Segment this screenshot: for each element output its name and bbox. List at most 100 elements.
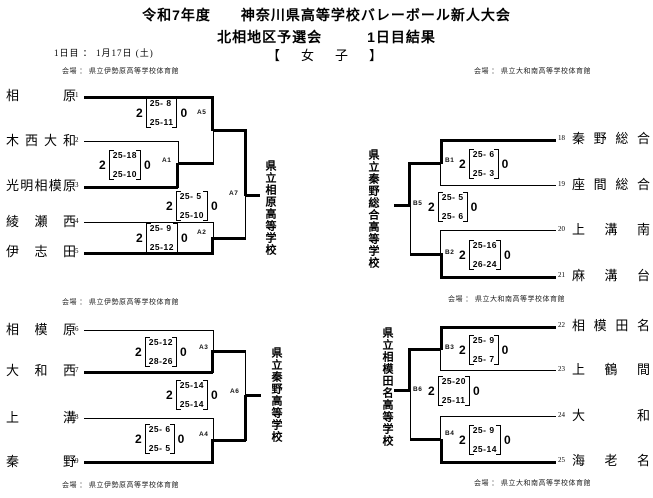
team-seed: 6 [75, 325, 79, 333]
team-seed: 3 [75, 181, 79, 189]
venue-bottom-left: 会場 ： 県立伊勢原高等学校体育館 [62, 481, 179, 489]
bracket-line [84, 330, 213, 331]
bracket-line [440, 416, 441, 440]
score-winner: 2 [459, 157, 466, 171]
match-id-label: A3 [199, 344, 209, 351]
bracket-line [440, 461, 556, 464]
team-name: 綾瀬西 [6, 214, 76, 229]
team-name: 大和 [572, 408, 650, 423]
bracket-line [178, 162, 214, 165]
score-loser: 0 [179, 345, 187, 359]
score-winner: 2 [459, 343, 466, 357]
set-score: 25-10 [112, 169, 137, 179]
team-name: 木西大和 [6, 133, 76, 148]
set-score: 25-11 [149, 117, 174, 127]
team-seed: 24 [558, 411, 565, 419]
bracket-line [84, 141, 178, 142]
set-score: 25- 9 [472, 425, 495, 435]
team-name: 伊志田 [6, 244, 76, 259]
set-scores: 25- 9 25- 7 [468, 335, 499, 365]
bracket-line [245, 394, 261, 397]
block-winner-right-bottom: 県立相模田名高等学校 [381, 327, 393, 447]
bracket-line [84, 461, 213, 464]
bracket-line [440, 326, 443, 350]
date-label: 1日目 ： 1月17日 (土) [54, 48, 154, 58]
bracket-line [84, 222, 213, 223]
match-id-label: A5 [197, 109, 207, 116]
set-score: 25-14 [472, 444, 497, 454]
score-winner: 2 [166, 199, 173, 213]
team-seed: 5 [75, 247, 79, 255]
bracket-line [84, 418, 213, 419]
set-score: 25- 3 [472, 168, 495, 178]
team-name: 座間総合 [572, 177, 650, 192]
bracket-line [84, 186, 178, 189]
venue-bottom-right: 会場 ： 県立大和南高等学校体育館 [474, 479, 591, 487]
bracket-line [410, 162, 441, 165]
score-winner: 2 [99, 158, 106, 172]
score-winner: 2 [166, 388, 173, 402]
team-seed: 9 [75, 457, 79, 465]
team-seed: 1 [75, 91, 79, 99]
bracket-line [440, 253, 443, 279]
bracket-line [440, 439, 443, 464]
set-score: 25- 9 [472, 335, 495, 345]
bracket-line [440, 349, 441, 370]
bracket-line [213, 130, 214, 164]
team-name: 上溝 [6, 410, 76, 425]
set-score: 25-10 [179, 210, 204, 220]
bracket-line [245, 351, 246, 396]
team-name: 光明相模原 [6, 178, 76, 193]
set-score: 25-20 [441, 376, 466, 386]
set-score: 25-11 [441, 395, 466, 405]
bracket-line [440, 276, 556, 279]
set-score: 26-24 [472, 259, 497, 269]
match-id-label: B4 [445, 430, 455, 437]
score-winner: 2 [428, 200, 435, 214]
set-score: 25- 7 [472, 354, 495, 364]
bracket-line [408, 348, 411, 391]
match-id-label: B1 [445, 157, 455, 164]
score-winner: 2 [136, 106, 143, 120]
bracket-line [213, 222, 214, 238]
venue-top-left: 会場 ： 県立伊勢原高等学校体育館 [62, 67, 179, 75]
team-seed: 8 [75, 413, 79, 421]
block-winner-left-top: 県立相原高等学校 [264, 160, 276, 256]
bracket-line [211, 350, 214, 373]
team-name: 秦野総合 [572, 131, 650, 146]
bracket-line [394, 204, 410, 207]
bracket-line [440, 185, 556, 186]
score-loser: 0 [472, 384, 480, 398]
bracket-line [211, 439, 214, 464]
bracket-line [176, 163, 179, 188]
score-loser: 0 [210, 388, 218, 402]
team-name: 上溝南 [572, 222, 650, 237]
page-title-line1: 令和7年度 神奈川県高等学校バレーボール新人大会 [142, 7, 511, 23]
bracket-line [440, 139, 556, 142]
team-name: 相原 [6, 88, 76, 103]
bracket-line [440, 326, 556, 329]
bracket-line [394, 389, 410, 392]
set-scores: 25- 9 25-14 [468, 425, 501, 455]
block-winner-left-bottom: 県立秦野高等学校 [270, 347, 282, 443]
set-score: 25- 5 [148, 443, 171, 453]
score-winner: 2 [135, 345, 142, 359]
bracket-line [213, 129, 246, 132]
match-id-label: A4 [199, 431, 209, 438]
team-seed: 20 [558, 225, 565, 233]
team-seed: 25 [558, 456, 565, 464]
venue-top-right: 会場 ： 県立大和南高等学校体育館 [474, 67, 591, 75]
bracket-line [440, 139, 443, 164]
